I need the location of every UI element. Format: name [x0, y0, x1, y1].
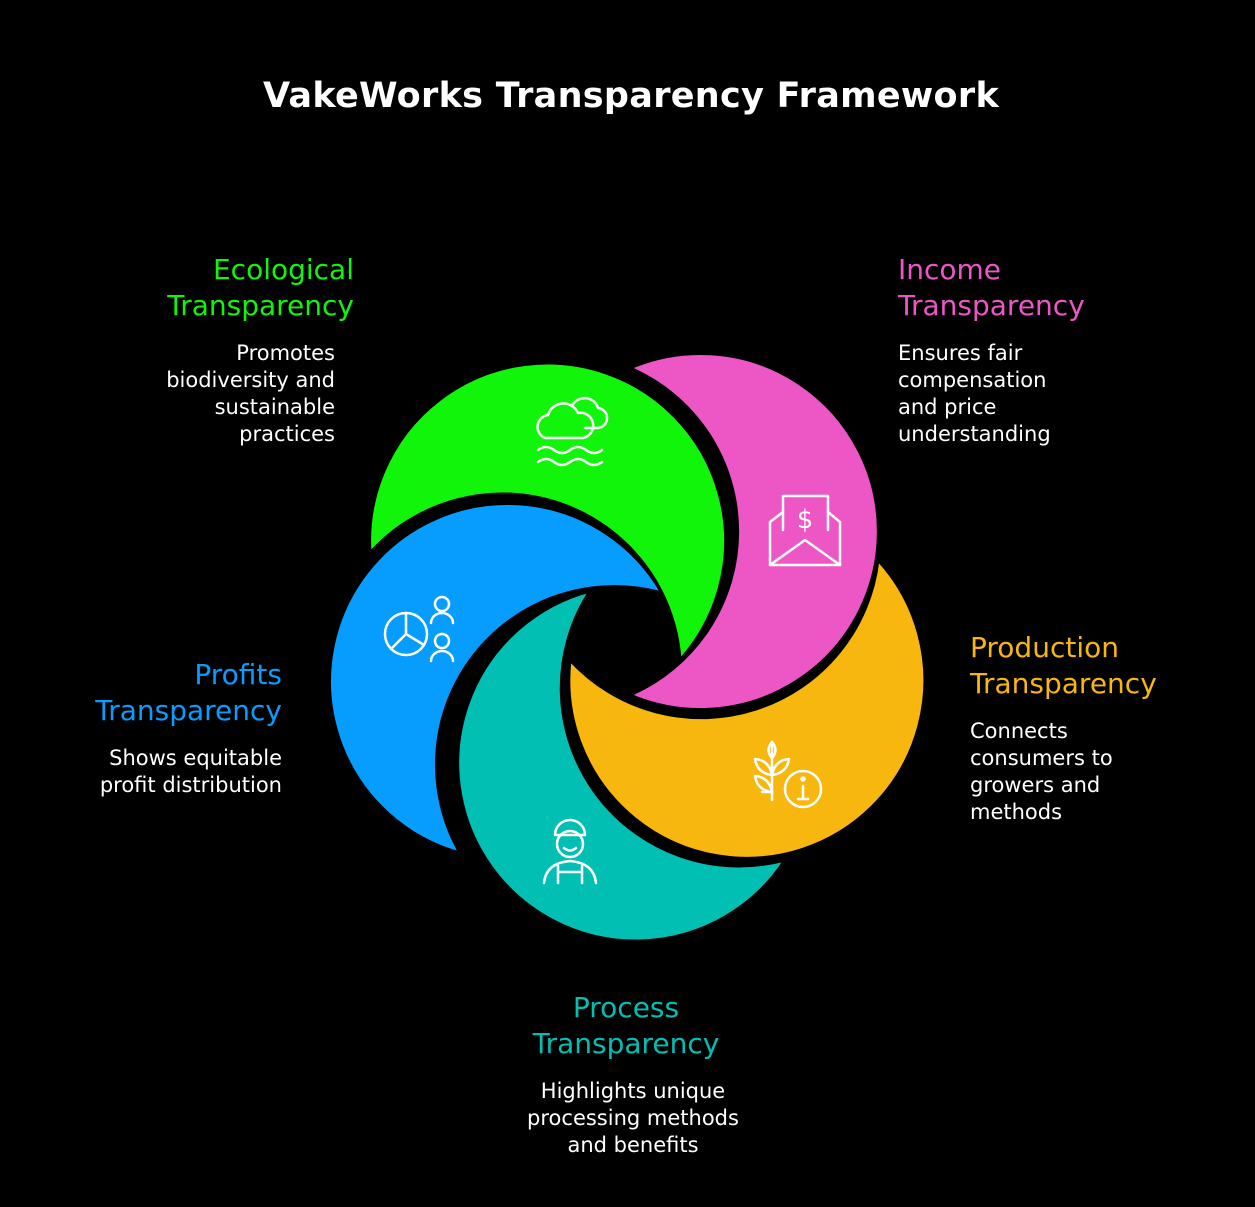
heading-process: Process Transparency [532, 991, 720, 1060]
heading-profits: Profits Transparency [95, 658, 282, 727]
segment-ecological [368, 361, 728, 664]
description-ecological: Promotes biodiversity and sustainable pr… [166, 341, 335, 446]
heading-ecological: Ecological Transparency [167, 253, 354, 322]
segment-process [456, 588, 789, 943]
description-income: Ensures fair compensation and price unde… [898, 341, 1051, 446]
description-profits: Shows equitable profit distribution [99, 746, 282, 797]
description-process: Highlights unique processing methods and… [527, 1079, 739, 1157]
heading-income: Income Transparency [898, 253, 1085, 322]
farmer-icon [542, 818, 598, 885]
svg-text:$: $ [797, 505, 814, 535]
pie-chart-people-icon [383, 595, 455, 663]
money-envelope-icon: $ [768, 494, 842, 567]
cloud-waves-icon [536, 396, 609, 467]
segment-profits [328, 501, 666, 856]
segment-income [626, 352, 880, 711]
segment-production [567, 556, 927, 860]
wheat-info-icon [753, 740, 823, 809]
heading-production: Production Transparency [970, 631, 1157, 700]
diagram-title: VakeWorks Transparency Framework [262, 76, 1000, 116]
description-production: Connects consumers to growers and method… [970, 719, 1113, 824]
